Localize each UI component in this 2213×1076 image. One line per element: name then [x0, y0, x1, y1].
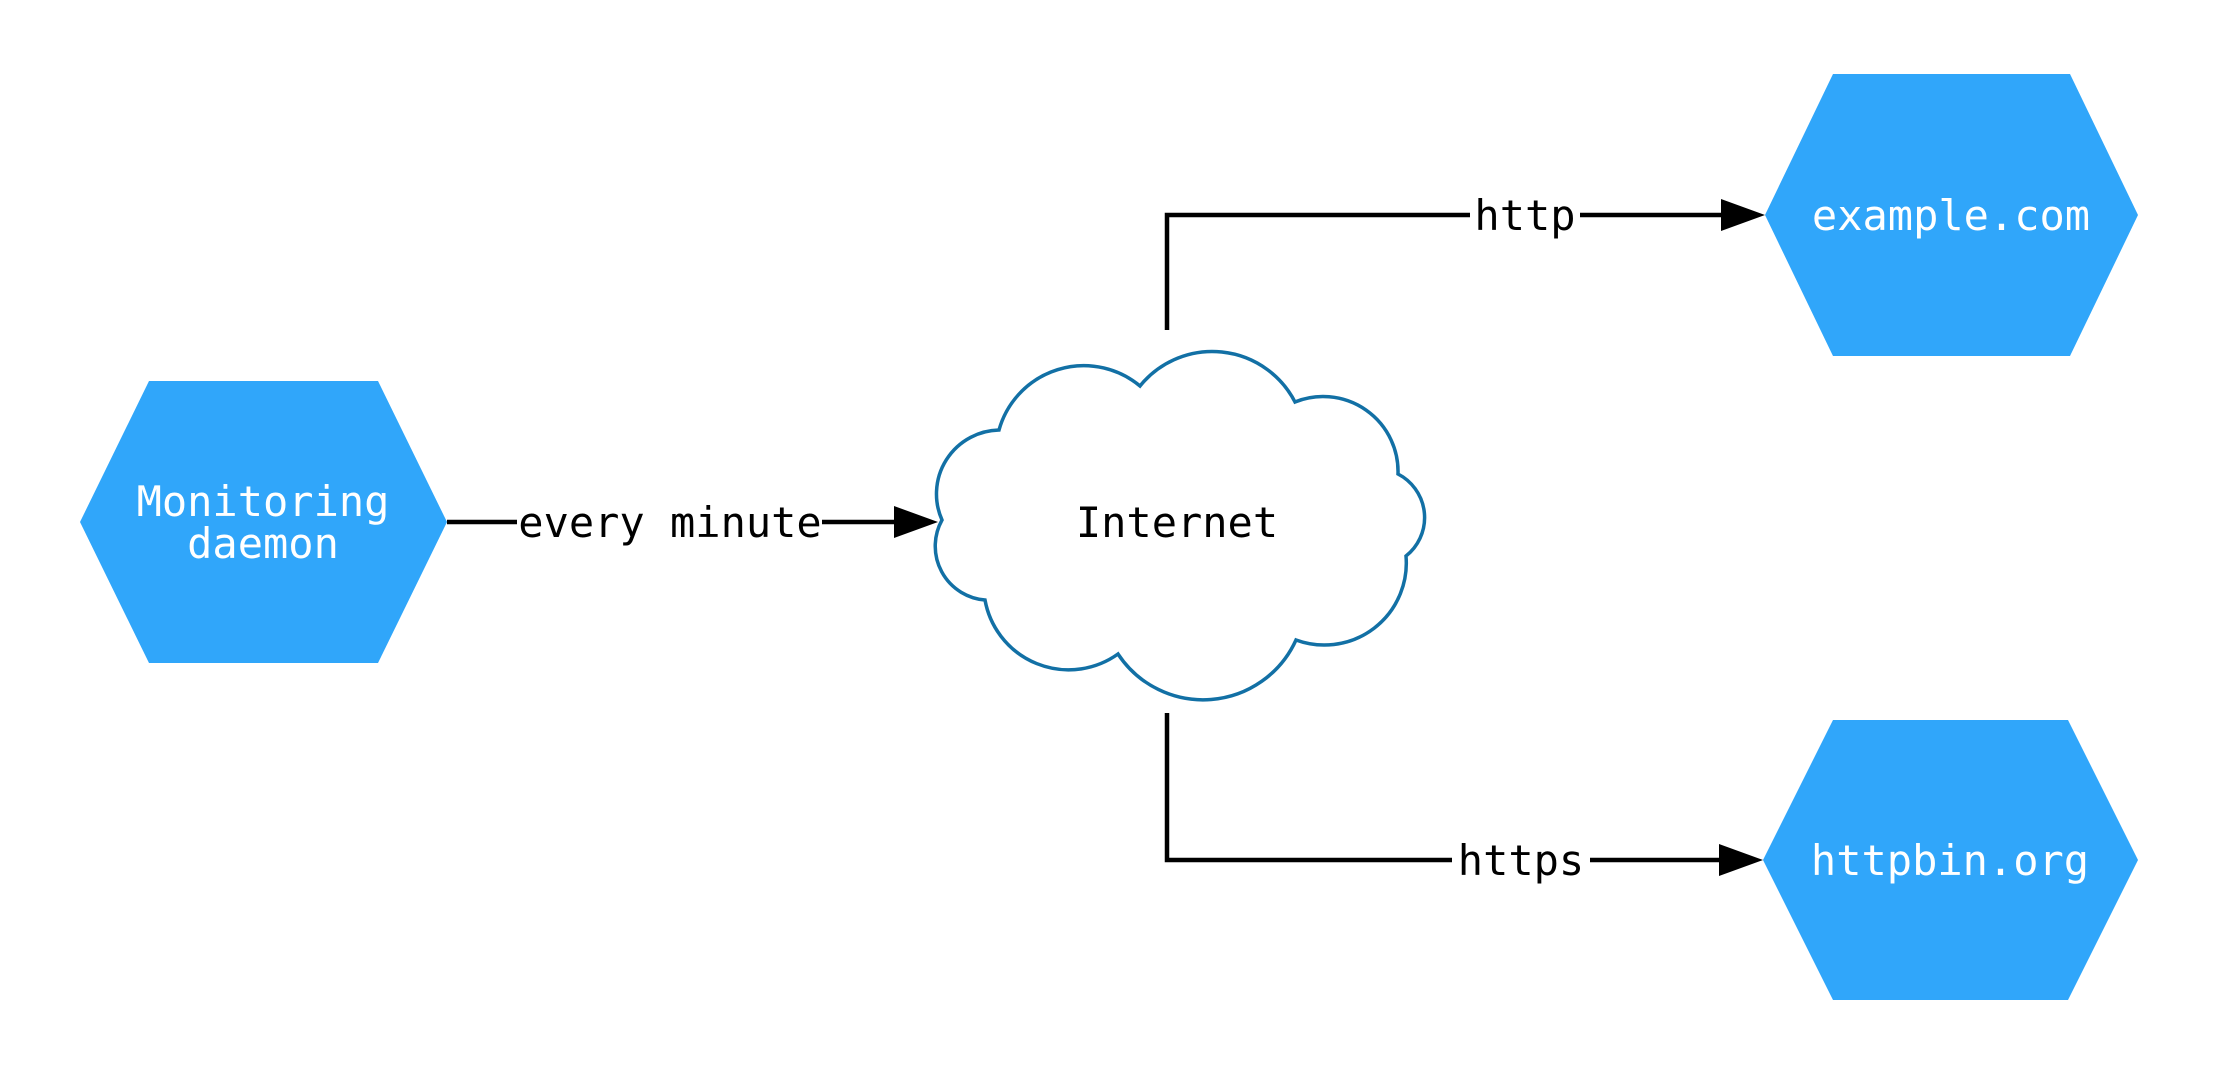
edge-http-arrowhead-icon: [1721, 199, 1765, 231]
monitoring-daemon-label-line2: daemon: [187, 519, 339, 568]
edge-http: http: [1164, 191, 1765, 330]
monitoring-daemon-hexagon: [80, 381, 447, 663]
edge-https: https: [1164, 713, 1763, 885]
edge-https-label: https: [1458, 836, 1584, 885]
httpbin-org-label: httpbin.org: [1811, 836, 2089, 885]
internet-cloud-icon: [933, 349, 1427, 702]
node-example-com: example.com: [1765, 74, 2138, 356]
httpbin-org-hexagon: [1763, 720, 2138, 1000]
node-monitoring-daemon: Monitoring daemon: [80, 381, 447, 663]
edge-every-minute-label: every minute: [518, 498, 821, 547]
edge-http-segment-left: [1164, 212, 1470, 330]
example-com-hexagon: [1765, 74, 2138, 356]
node-internet: Internet: [933, 349, 1427, 702]
edge-http-label: http: [1474, 191, 1575, 240]
edge-every-minute: every minute: [447, 498, 938, 547]
edge-https-segment-left: [1164, 713, 1452, 863]
edge-https-arrowhead-icon: [1719, 844, 1763, 876]
monitoring-daemon-label-line1: Monitoring: [137, 477, 390, 526]
example-com-label: example.com: [1812, 191, 2090, 240]
internet-label: Internet: [1076, 498, 1278, 547]
edge-every-minute-arrowhead-icon: [894, 506, 938, 538]
node-httpbin-org: httpbin.org: [1763, 720, 2138, 1000]
